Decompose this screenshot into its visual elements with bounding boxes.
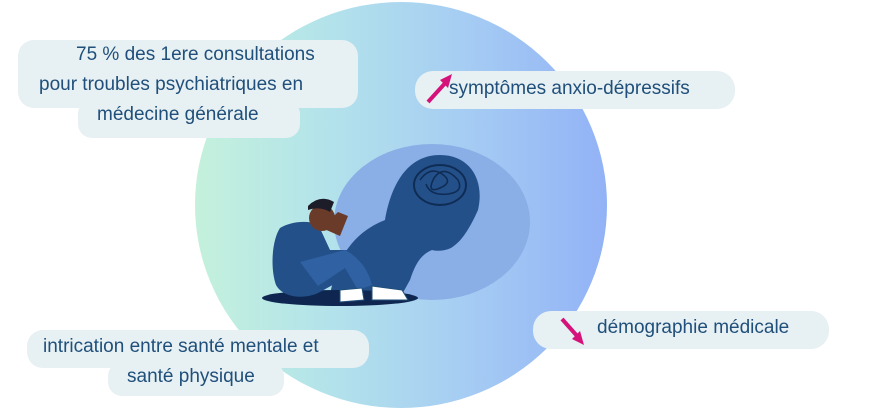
- arrow-down-icon: [560, 317, 584, 345]
- consultations-bubble: [18, 40, 358, 108]
- symptomes-label: symptômes anxio-dépressifs: [449, 78, 690, 99]
- intrication-bubble: [27, 330, 369, 368]
- arrow-up-icon: [426, 74, 452, 104]
- symptomes-bubble: [415, 71, 735, 109]
- shoe-right: [371, 285, 409, 301]
- intrication-bubble-tail: [108, 362, 284, 396]
- person-arm: [322, 212, 348, 236]
- intrication-line-2: santé physique: [127, 366, 255, 387]
- shoe-left: [339, 287, 365, 303]
- consultations-line-2: pour troubles psychiatriques en: [39, 74, 304, 95]
- demographie-label: démographie médicale: [597, 317, 790, 338]
- consultations-line-3: médecine générale: [97, 104, 259, 125]
- person-legs: [300, 250, 372, 290]
- intrication-line-1: intrication entre santé mentale et: [43, 336, 319, 357]
- brain-scribble-icon: [413, 164, 467, 206]
- consultations-bubble-tail: [78, 100, 300, 138]
- consultations-line-1: 75 % des 1ere consultations: [76, 44, 315, 65]
- shadow-head-icon: [330, 155, 480, 298]
